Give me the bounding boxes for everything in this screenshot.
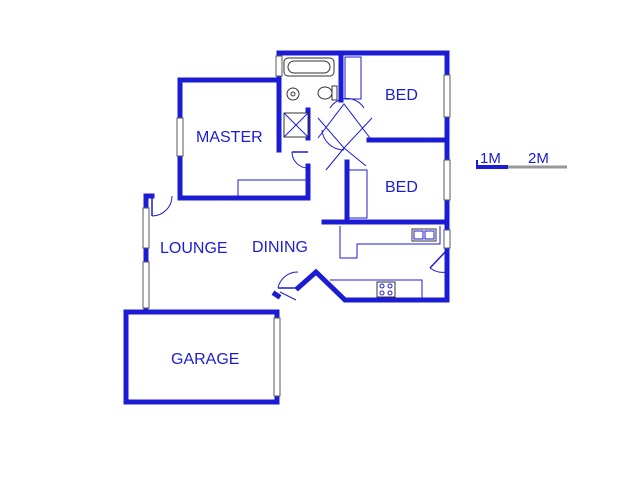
stove [376,281,396,298]
scale-label-2m: 2M [528,150,549,167]
scale-label-1m: 1M [480,150,501,167]
room-label-bed-2: BED [385,179,418,196]
kitchen-sink [411,228,437,242]
bathroom-window [275,55,283,77]
master-door [291,151,309,169]
bed1-cupboard [344,56,362,100]
kitchen-bottom-wall [294,268,450,303]
kitchen-door [429,249,448,273]
bed1-window [443,74,451,118]
lounge-window-upper [142,207,150,249]
kitchen-bottom-counter [330,279,423,298]
kitchen-window [443,229,451,249]
room-label-dining: DINING [252,239,308,256]
master-window [176,117,184,157]
lounge-door [151,195,173,217]
fixtures [237,56,441,298]
room-label-lounge: LOUNGE [160,240,228,257]
room-label-master: MASTER [196,129,263,146]
kitchen-top-counter [339,226,441,259]
walls [123,50,450,405]
entrance-door [277,271,299,301]
garage-door-opening [273,317,281,397]
doors [151,98,448,301]
room-labels: MASTER BED BED LOUNGE DINING GARAGE [160,87,418,368]
entrance-wall-stub [271,290,282,300]
master-cupboard [237,179,307,197]
bed2-window [443,159,451,201]
toilet [317,86,333,100]
windows [142,55,451,397]
scale-bar: 1M 2M [476,150,567,169]
hall-doors [317,98,373,171]
room-label-bed-1: BED [385,87,418,104]
lounge-window-lower [142,261,150,309]
room-label-garage: GARAGE [171,351,239,368]
bed2-cupboard [348,169,368,219]
